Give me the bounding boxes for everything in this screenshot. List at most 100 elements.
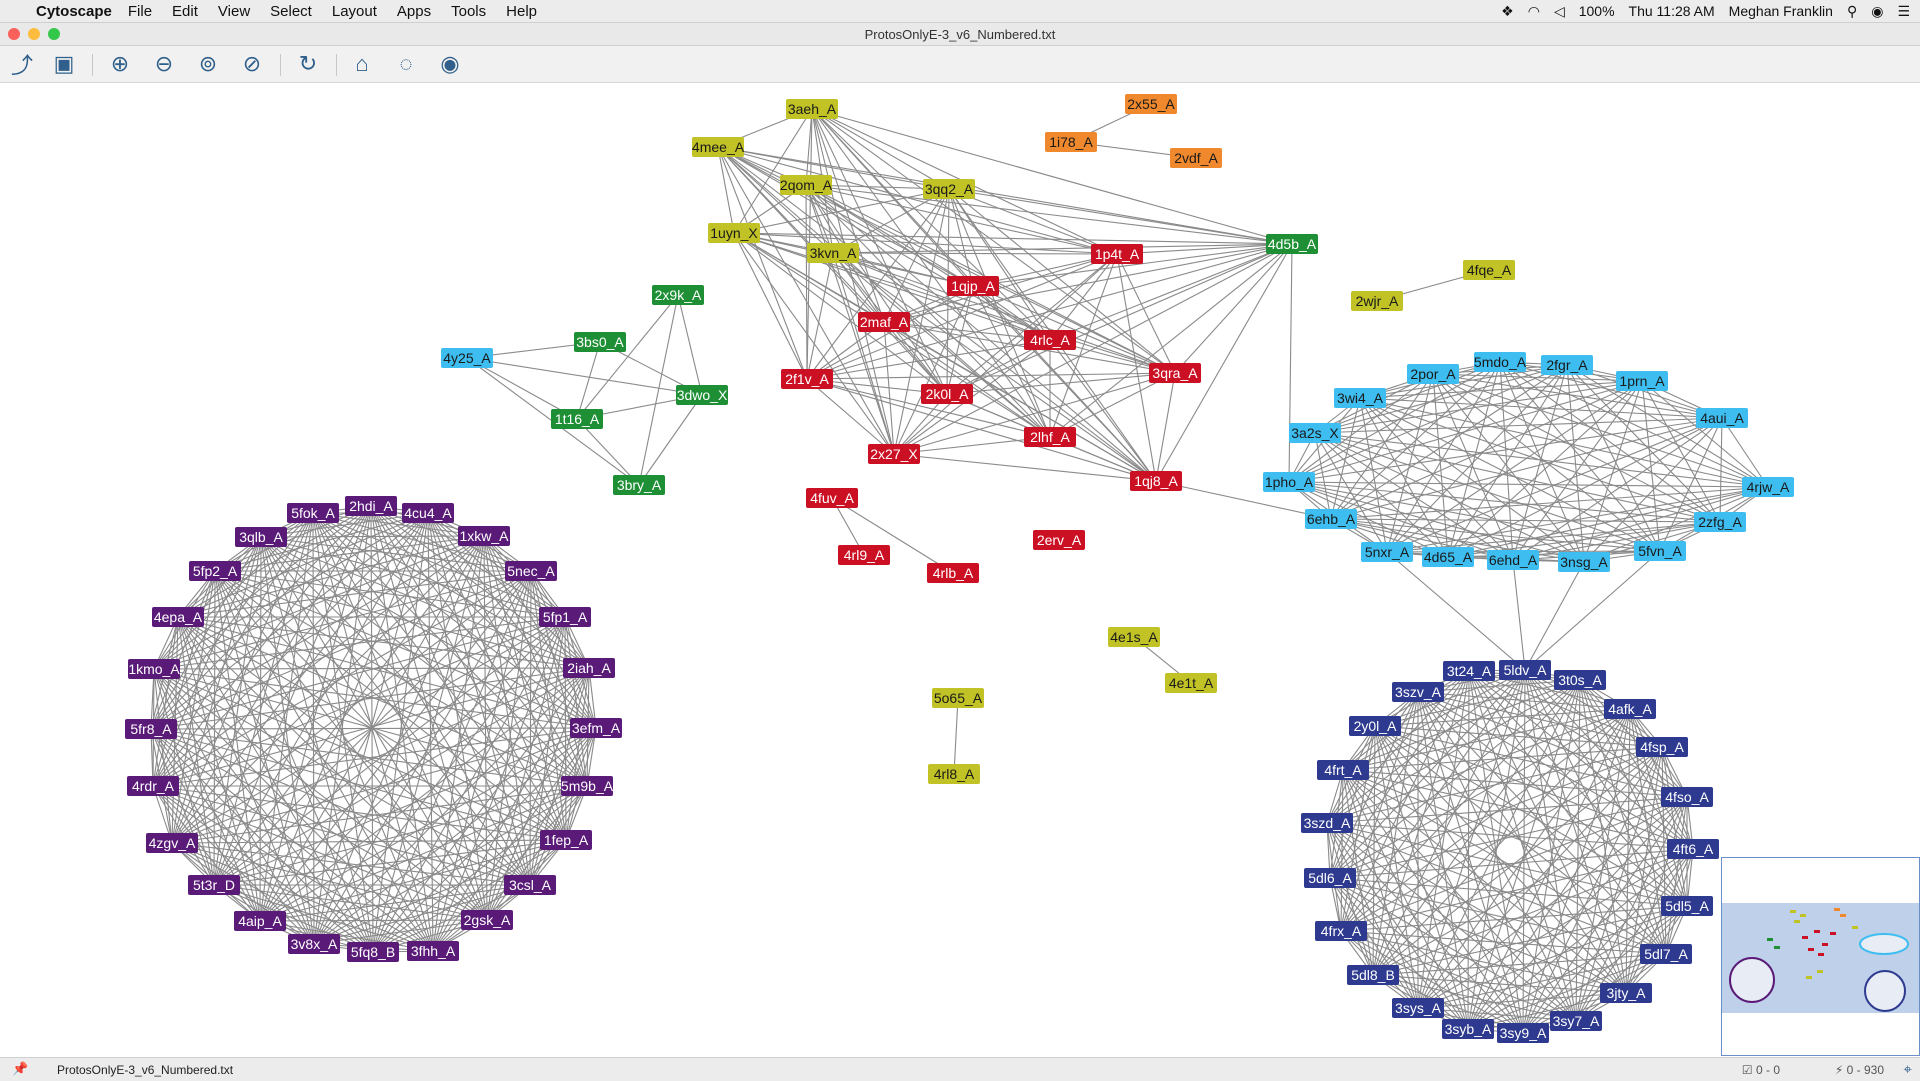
network-node[interactable]: 2wjr_A	[1351, 291, 1403, 311]
network-edge[interactable]	[171, 842, 531, 886]
network-edge[interactable]	[1467, 992, 1627, 1030]
network-edge[interactable]	[1330, 397, 1361, 520]
node-box[interactable]	[692, 137, 744, 157]
network-edge[interactable]	[171, 842, 315, 945]
network-edge[interactable]	[806, 378, 895, 455]
network-edge[interactable]	[1374, 725, 1694, 850]
network-edge[interactable]	[1116, 253, 1176, 374]
network-edge[interactable]	[171, 512, 314, 844]
network-node[interactable]: 4mee_A	[692, 137, 745, 157]
home-icon[interactable]: ⌂	[355, 51, 369, 76]
network-node[interactable]: 5dl8_B	[1347, 965, 1399, 985]
network-edge[interactable]	[1342, 769, 1667, 955]
network-edge[interactable]	[893, 372, 1176, 455]
node-box[interactable]	[806, 488, 858, 508]
network-node[interactable]: 5mdo_A	[1474, 352, 1527, 372]
network-edge[interactable]	[260, 536, 374, 953]
network-node[interactable]: 2fgr_A	[1541, 355, 1593, 375]
network-edge[interactable]	[1432, 373, 1721, 523]
network-edge[interactable]	[312, 512, 531, 886]
network-edge[interactable]	[153, 668, 567, 841]
network-node[interactable]: 4zgv_A	[146, 833, 198, 853]
node-box[interactable]	[561, 776, 613, 796]
network-edge[interactable]	[1342, 670, 1470, 771]
network-edge[interactable]	[1326, 670, 1470, 824]
network-edge[interactable]	[883, 243, 1293, 323]
network-edge[interactable]	[1579, 679, 1627, 994]
network-edge[interactable]	[883, 321, 1051, 341]
node-box[interactable]	[563, 658, 615, 678]
network-edge[interactable]	[312, 512, 485, 537]
node-box[interactable]	[441, 348, 493, 368]
network-edge[interactable]	[214, 570, 261, 922]
network-edge[interactable]	[530, 570, 567, 841]
network-node[interactable]: 2x55_A	[1125, 94, 1177, 114]
node-box[interactable]	[570, 718, 622, 738]
network-node[interactable]: 4aui_A	[1696, 408, 1748, 428]
minimize-window-button[interactable]	[28, 28, 40, 40]
network-edge[interactable]	[1326, 822, 1627, 994]
network-edge[interactable]	[1330, 364, 1568, 520]
network-edge[interactable]	[1340, 930, 1524, 1034]
network-edge[interactable]	[171, 535, 485, 844]
network-node[interactable]: 3nsg_A	[1558, 552, 1610, 572]
network-edge[interactable]	[1340, 708, 1631, 932]
network-node[interactable]: 3sys_A	[1392, 998, 1444, 1018]
network-edge[interactable]	[806, 378, 1157, 482]
network-edge[interactable]	[1661, 746, 1688, 907]
node-box[interactable]	[1317, 760, 1369, 780]
network-edge[interactable]	[883, 321, 1051, 438]
network-edge[interactable]	[312, 512, 434, 952]
node-box[interactable]	[551, 409, 603, 429]
network-edge[interactable]	[893, 285, 974, 455]
network-edge[interactable]	[152, 785, 567, 841]
menu-select[interactable]: Select	[270, 2, 312, 20]
network-node[interactable]: 1fep_A	[540, 830, 592, 850]
network-edge[interactable]	[1288, 380, 1643, 483]
network-edge[interactable]	[1512, 417, 1723, 561]
node-box[interactable]	[288, 934, 340, 954]
network-edge[interactable]	[1288, 481, 1721, 523]
network-edge[interactable]	[529, 727, 597, 886]
network-edge[interactable]	[1330, 373, 1434, 520]
network-edge[interactable]	[811, 108, 1051, 341]
network-edge[interactable]	[312, 512, 532, 572]
node-box[interactable]	[928, 764, 980, 784]
network-node[interactable]: 4afk_A	[1604, 699, 1656, 719]
network-edge[interactable]	[152, 785, 261, 922]
network-node[interactable]: 3efm_A	[570, 718, 622, 738]
network-edge[interactable]	[1386, 364, 1568, 553]
node-box[interactable]	[1170, 148, 1222, 168]
network-edge[interactable]	[717, 146, 808, 380]
network-node[interactable]: 5fok_A	[287, 503, 339, 523]
network-edge[interactable]	[1522, 953, 1667, 1034]
network-edge[interactable]	[152, 536, 262, 787]
siri-icon[interactable]: ◉	[1871, 2, 1884, 19]
node-box[interactable]	[652, 285, 704, 305]
network-edge[interactable]	[260, 512, 429, 538]
network-edge[interactable]	[150, 512, 314, 730]
network-node[interactable]: 5nxr_A	[1361, 542, 1413, 562]
network-node[interactable]: 6ehb_A	[1305, 509, 1357, 529]
network-edge[interactable]	[717, 146, 1051, 438]
network-edge[interactable]	[972, 243, 1293, 287]
network-edge[interactable]	[1467, 670, 1470, 1030]
network-edge[interactable]	[1326, 746, 1663, 824]
node-box[interactable]	[539, 607, 591, 627]
network-edge[interactable]	[313, 839, 567, 945]
network-edge[interactable]	[312, 512, 488, 921]
network-edge[interactable]	[832, 188, 950, 254]
network-edge[interactable]	[260, 536, 590, 669]
network-edge[interactable]	[1512, 364, 1568, 561]
network-edge[interactable]	[1499, 361, 1721, 523]
network-edge[interactable]	[1575, 796, 1688, 1022]
network-node[interactable]: 1t16_A	[551, 409, 603, 429]
network-node[interactable]: 5fq8_B	[347, 942, 399, 962]
network-edge[interactable]	[733, 232, 1051, 341]
network-edge[interactable]	[948, 188, 1051, 438]
status-network-name[interactable]: ProtosOnlyE-3_v6_Numbered.txt	[57, 1063, 234, 1077]
network-node[interactable]: 2zfg_A	[1694, 512, 1746, 532]
node-box[interactable]	[127, 776, 179, 796]
network-edge[interactable]	[213, 512, 314, 886]
